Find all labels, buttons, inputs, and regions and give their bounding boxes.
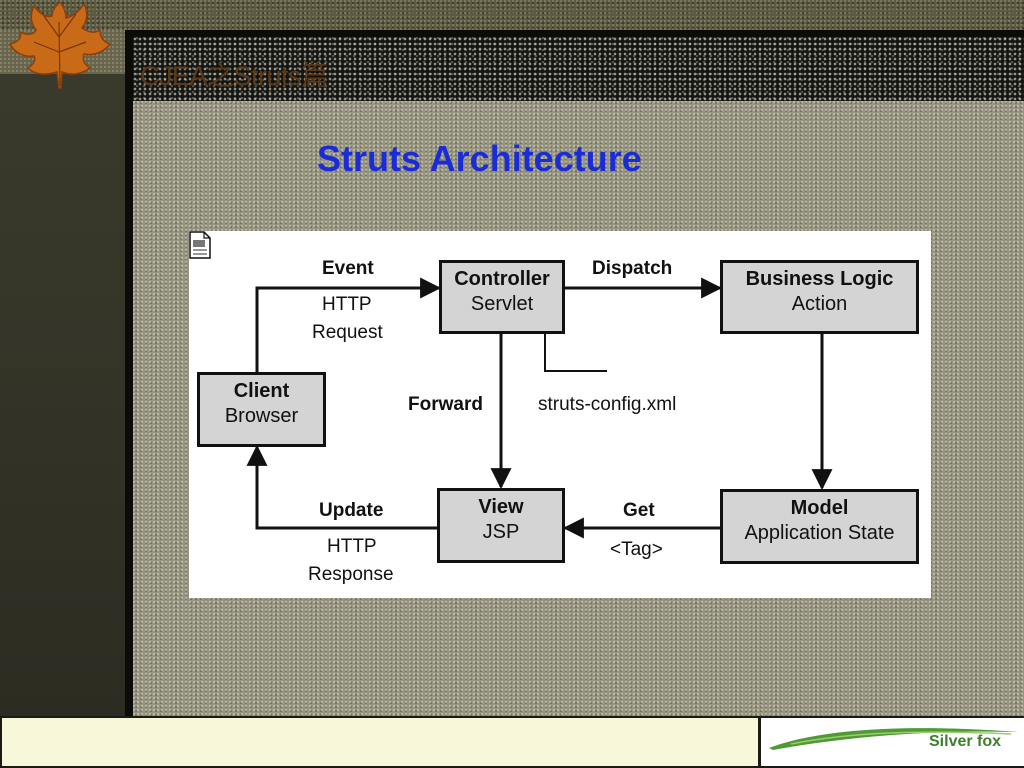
client-node: Client Browser xyxy=(197,372,326,447)
struts-architecture-diagram: Controller Servlet Business Logic Action… xyxy=(189,231,931,598)
view-title: View xyxy=(478,496,524,518)
client-title: Client xyxy=(233,380,290,402)
footer-logo-text: Silver fox xyxy=(929,733,1002,750)
title-texture-band xyxy=(133,37,1024,101)
controller-subtitle: Servlet xyxy=(470,293,534,315)
model-subtitle: Application State xyxy=(744,522,895,544)
event-label: Event xyxy=(322,258,374,279)
diagram-connectors xyxy=(246,277,833,539)
event-request-label: Request xyxy=(312,322,383,343)
business-logic-title: Business Logic xyxy=(745,268,894,290)
swoosh-logo-icon xyxy=(769,728,1019,750)
client-subtitle: Browser xyxy=(224,405,299,427)
top-texture-band xyxy=(0,0,1024,30)
left-sidebar-column xyxy=(0,30,125,716)
business-logic-node: Business Logic Action xyxy=(720,260,919,334)
slide-header-title: CJEA之Struts篇 xyxy=(140,61,328,91)
update-label: Update xyxy=(319,500,384,521)
maple-leaf-icon xyxy=(8,2,112,89)
update-http-label: HTTP xyxy=(327,536,377,557)
get-tag-label: <Tag> xyxy=(610,539,663,560)
footer-left-panel xyxy=(2,718,758,766)
get-label: Get xyxy=(623,500,655,521)
business-logic-subtitle: Action xyxy=(791,293,848,315)
struts-config-label: struts-config.xml xyxy=(538,394,677,415)
dispatch-label: Dispatch xyxy=(592,258,673,279)
edge-update xyxy=(246,444,437,530)
slide-title: Struts Architecture xyxy=(317,138,642,179)
forward-label: Forward xyxy=(408,394,483,415)
update-response-label: Response xyxy=(308,564,394,585)
controller-node: Controller Servlet xyxy=(439,260,565,334)
footer-logo-panel: Silver fox xyxy=(761,718,1024,766)
view-node: View JSP xyxy=(437,488,565,563)
controller-title: Controller xyxy=(454,268,550,290)
xml-file-icon xyxy=(189,231,211,259)
edge-config xyxy=(544,334,607,372)
model-node: Model Application State xyxy=(720,489,919,564)
model-title: Model xyxy=(790,497,849,519)
event-http-label: HTTP xyxy=(322,294,372,315)
edge-event xyxy=(255,277,442,372)
view-subtitle: JSP xyxy=(482,521,520,543)
